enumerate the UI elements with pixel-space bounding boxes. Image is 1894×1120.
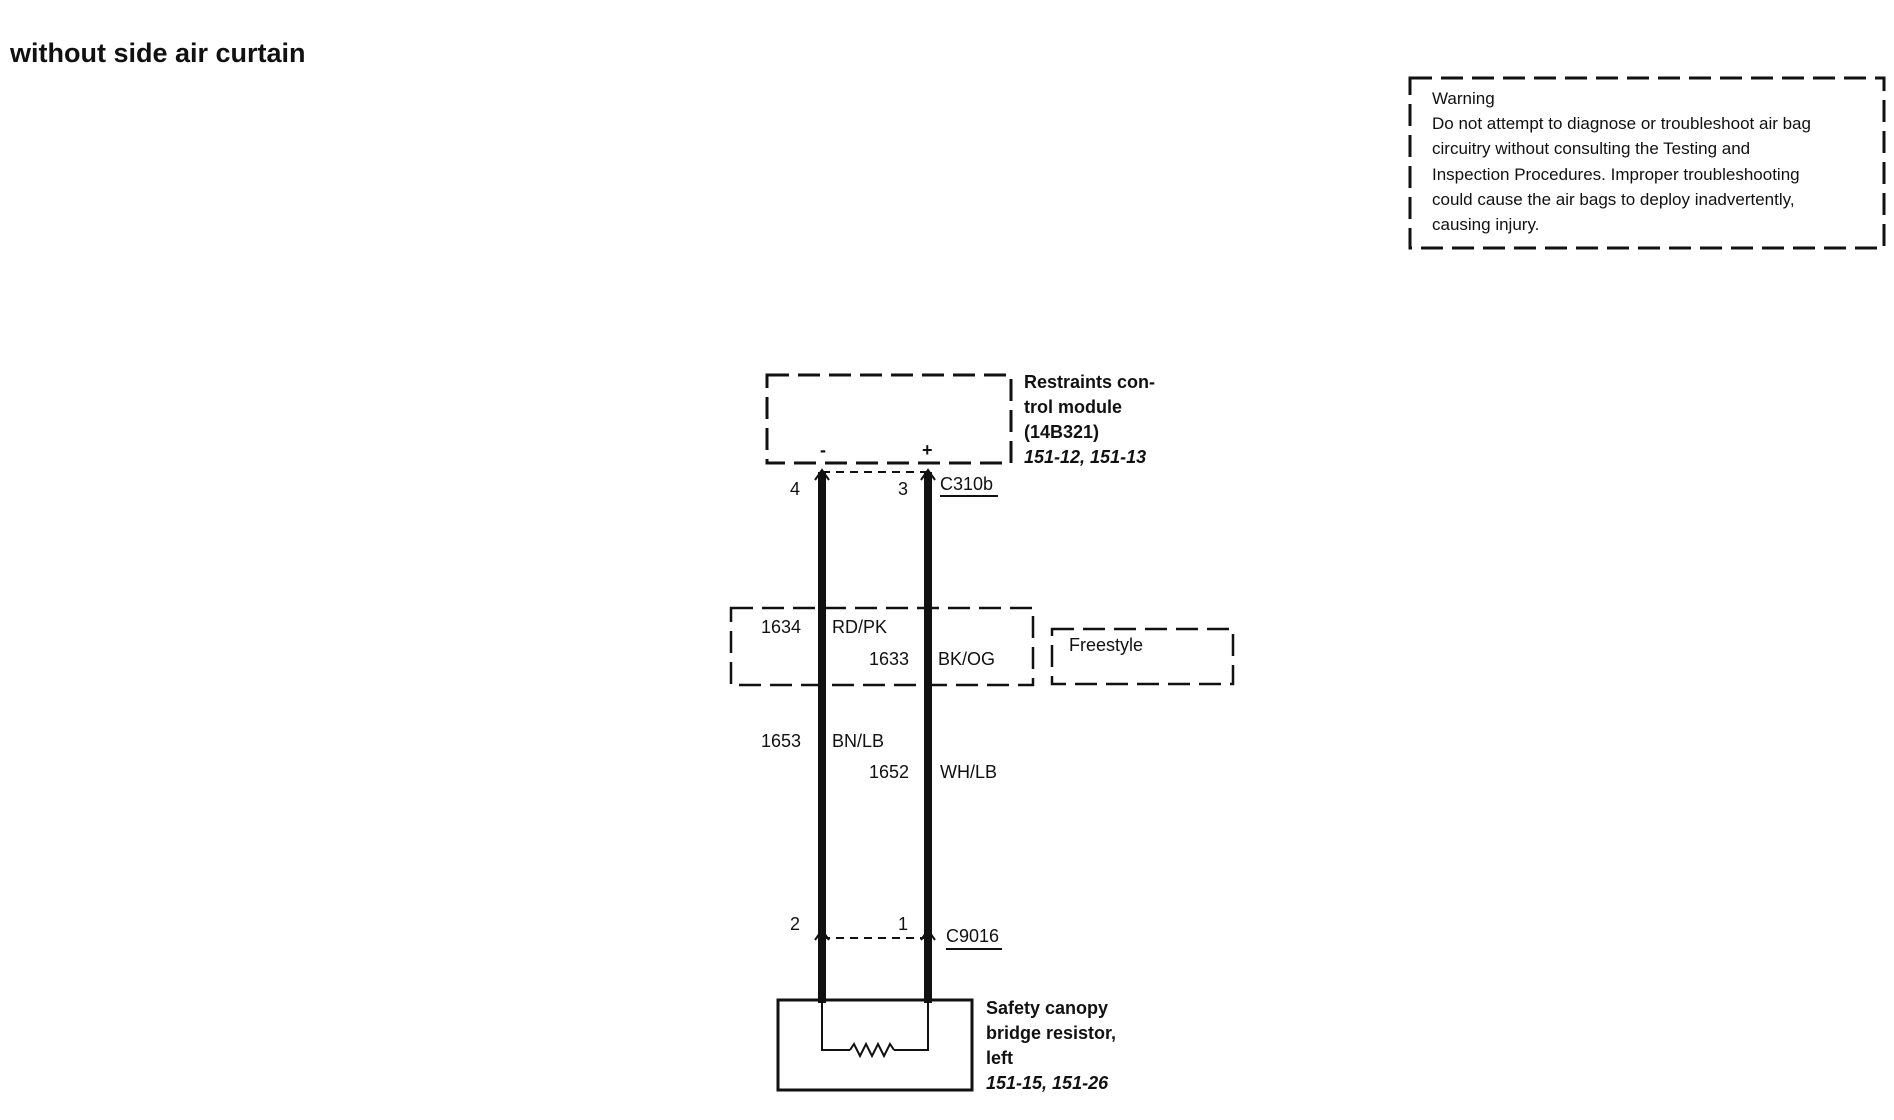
connector-pin: 4 bbox=[790, 479, 800, 499]
module-plus-terminal: + bbox=[922, 440, 933, 460]
module-name-line: trol module bbox=[1024, 397, 1122, 417]
page-title: without side air curtain bbox=[9, 38, 306, 68]
connector-pin: 3 bbox=[898, 479, 908, 499]
connector-pin: 2 bbox=[790, 914, 800, 934]
warning-line: circuitry without consulting the Testing… bbox=[1432, 139, 1750, 158]
module-page-refs: 151-12, 151-13 bbox=[1024, 447, 1146, 467]
connector-id: C9016 bbox=[946, 926, 999, 946]
wire-color: BN/LB bbox=[832, 731, 884, 751]
connector-c9016: 2 1 C9016 bbox=[790, 914, 1002, 950]
circuit-number: 1634 bbox=[761, 617, 801, 637]
connector-id: C310b bbox=[940, 474, 993, 494]
connector-pin: 1 bbox=[898, 914, 908, 934]
resistor-symbol-icon bbox=[849, 1041, 895, 1059]
freestyle-label-box: Freestyle bbox=[1050, 627, 1235, 686]
circuit-number: 1633 bbox=[869, 649, 909, 669]
wire-color: BK/OG bbox=[938, 649, 995, 669]
module-minus-terminal: - bbox=[820, 440, 826, 460]
freestyle-label: Freestyle bbox=[1069, 635, 1143, 655]
warning-line: causing injury. bbox=[1432, 215, 1539, 234]
resistor-name-line: bridge resistor, bbox=[986, 1023, 1116, 1043]
freestyle-circuit-box: 1634 RD/PK 1633 BK/OG bbox=[729, 606, 1035, 687]
warning-line: Do not attempt to diagnose or troublesho… bbox=[1432, 114, 1811, 133]
module-name-line: Restraints con- bbox=[1024, 372, 1155, 392]
circuit-number: 1653 bbox=[761, 731, 801, 751]
warning-line: Inspection Procedures. Improper troubles… bbox=[1432, 165, 1800, 184]
safety-canopy-bridge-resistor: Safety canopy bridge resistor, left 151-… bbox=[776, 998, 1116, 1093]
lower-circuit-labels: 1653 BN/LB 1652 WH/LB bbox=[761, 731, 997, 782]
wire-color: RD/PK bbox=[832, 617, 887, 637]
resistor-page-refs: 151-15, 151-26 bbox=[986, 1073, 1109, 1093]
warning-box: Warning Do not attempt to diagnose or tr… bbox=[1408, 76, 1886, 250]
resistor-name-line: left bbox=[986, 1048, 1013, 1068]
connector-c310b: 4 3 C310b bbox=[790, 468, 998, 499]
warning-heading: Warning bbox=[1432, 89, 1495, 108]
warning-line: could cause the air bags to deploy inadv… bbox=[1432, 190, 1795, 209]
module-name-line: (14B321) bbox=[1024, 422, 1099, 442]
resistor-name-line: Safety canopy bbox=[986, 998, 1108, 1018]
restraints-control-module: - + Restraints con- trol module (14B321)… bbox=[765, 372, 1155, 467]
circuit-number: 1652 bbox=[869, 762, 909, 782]
wire-color: WH/LB bbox=[940, 762, 997, 782]
